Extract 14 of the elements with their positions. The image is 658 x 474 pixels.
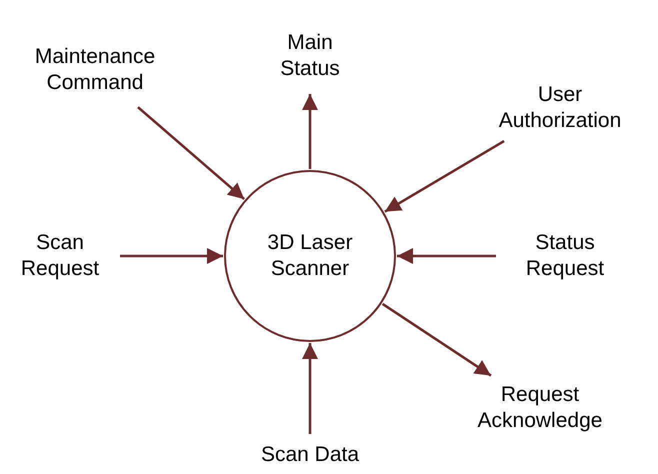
arrow bbox=[397, 248, 496, 264]
data-flow-label: Request Acknowledge bbox=[468, 380, 612, 436]
data-flow-label: User Authorization bbox=[482, 80, 638, 136]
data-flow-label: Maintenance Command bbox=[20, 42, 170, 98]
arrow bbox=[384, 140, 505, 213]
arrow bbox=[302, 343, 318, 434]
data-flow-label: Main Status bbox=[270, 28, 350, 84]
data-flow-label: Scan Data bbox=[255, 442, 365, 468]
arrow bbox=[382, 302, 492, 377]
arrow bbox=[302, 94, 318, 169]
arrow bbox=[120, 248, 223, 264]
data-flow-label: Status Request bbox=[518, 228, 612, 284]
arrow bbox=[137, 106, 246, 200]
data-flow-label: Scan Request bbox=[12, 228, 108, 284]
